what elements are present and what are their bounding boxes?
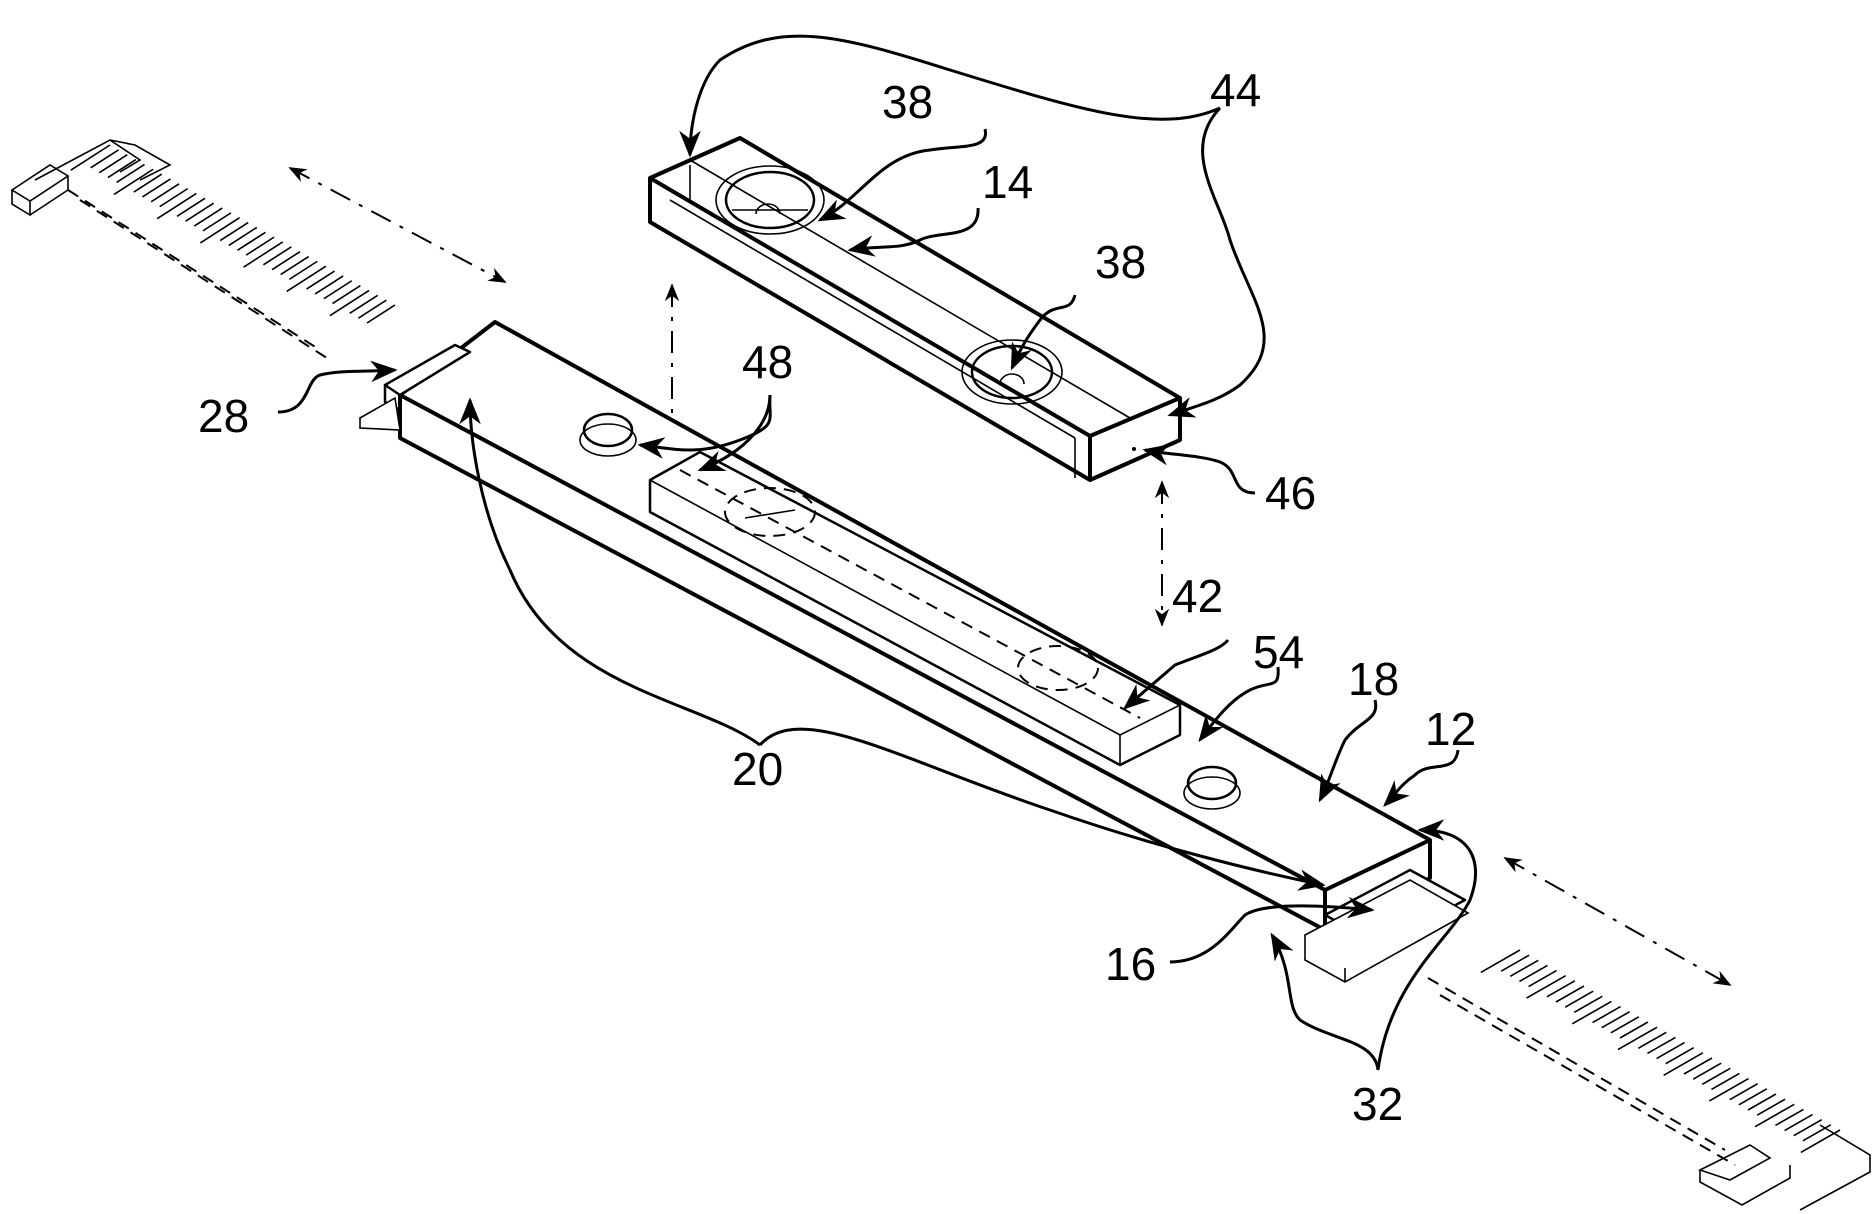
tape-tick bbox=[1756, 1098, 1786, 1116]
tape-tick bbox=[1729, 1083, 1759, 1101]
tape-tick bbox=[323, 280, 353, 300]
right-tape-ticks bbox=[1480, 949, 1841, 1154]
tape-tick bbox=[1800, 1129, 1841, 1154]
tape-tick bbox=[237, 231, 266, 251]
tape-tick bbox=[245, 236, 275, 256]
tape-tick bbox=[159, 187, 189, 208]
tape-tick bbox=[1802, 1124, 1832, 1142]
tape-tick bbox=[306, 270, 335, 290]
tape-tick bbox=[271, 250, 301, 271]
tape-tick bbox=[116, 163, 145, 184]
tape-tick bbox=[1617, 1026, 1658, 1051]
tape-tick bbox=[133, 173, 163, 193]
tape-tick bbox=[1683, 1057, 1713, 1075]
tape-tick bbox=[1784, 1113, 1813, 1132]
tape-tick bbox=[329, 289, 370, 317]
ref-18: 18 bbox=[1348, 653, 1399, 705]
tape-tick bbox=[1656, 1041, 1685, 1060]
left-tape-ticks bbox=[70, 144, 396, 324]
tape-tick bbox=[202, 212, 232, 232]
tape-tick bbox=[1573, 995, 1603, 1013]
ref-38-lower: 38 bbox=[1095, 236, 1146, 288]
tape-tick bbox=[185, 202, 215, 222]
ref-38-top: 38 bbox=[882, 76, 933, 128]
tape-tick bbox=[280, 255, 310, 276]
tape-tick bbox=[1701, 1067, 1731, 1085]
ref-32: 32 bbox=[1352, 1078, 1403, 1130]
tape-tick bbox=[1711, 1072, 1740, 1091]
left-measuring-tape bbox=[10, 139, 396, 361]
ref-16: 16 bbox=[1105, 938, 1156, 990]
tape-tick bbox=[1637, 1031, 1667, 1049]
tape-tick bbox=[262, 246, 292, 266]
tape-tick bbox=[1754, 1103, 1795, 1128]
tape-tick bbox=[1526, 975, 1567, 999]
ref-20: 20 bbox=[732, 743, 783, 795]
right-measuring-tape bbox=[1427, 949, 1871, 1211]
tape-tick bbox=[1775, 1108, 1804, 1127]
tape-tick bbox=[1480, 949, 1521, 974]
tape-tick bbox=[1619, 1021, 1649, 1039]
tape-tick bbox=[199, 217, 240, 244]
tape-tick bbox=[176, 197, 206, 218]
ref-48: 48 bbox=[742, 336, 793, 388]
tape-tick bbox=[1564, 990, 1594, 1008]
tape-tick bbox=[113, 168, 154, 196]
tape-tick bbox=[1793, 1119, 1823, 1137]
ref-28: 28 bbox=[198, 390, 249, 442]
tape-tick bbox=[1665, 1047, 1695, 1065]
tape-tick bbox=[314, 275, 344, 295]
tape-tick bbox=[193, 207, 223, 227]
tape-tick bbox=[349, 294, 379, 314]
ref-46: 46 bbox=[1265, 467, 1316, 519]
tape-tick bbox=[98, 154, 128, 174]
tape-tick bbox=[219, 221, 249, 242]
tape-tick bbox=[332, 284, 361, 305]
tape-tick bbox=[228, 226, 258, 247]
tape-tick bbox=[70, 144, 111, 171]
tape-tick bbox=[288, 260, 318, 281]
tape-tick bbox=[90, 149, 120, 169]
ref-14: 14 bbox=[982, 156, 1033, 208]
tape-tick bbox=[1663, 1052, 1704, 1076]
tape-tick bbox=[107, 158, 137, 179]
tape-tick bbox=[1738, 1088, 1768, 1106]
tape-tick bbox=[1747, 1093, 1777, 1111]
ref-44: 44 bbox=[1210, 64, 1261, 116]
tape-tick bbox=[243, 241, 284, 268]
ref-54: 54 bbox=[1253, 626, 1304, 678]
tape-tick bbox=[150, 183, 180, 203]
tape-tick bbox=[1610, 1016, 1640, 1034]
tape-tick bbox=[1647, 1036, 1676, 1055]
upper-housing bbox=[648, 136, 1182, 482]
tape-tick bbox=[1555, 985, 1585, 1003]
tape-tick bbox=[1692, 1062, 1722, 1080]
ref-12: 12 bbox=[1425, 703, 1476, 755]
tape-tick bbox=[1592, 1005, 1621, 1024]
tape-tick bbox=[286, 265, 327, 293]
tape-tick bbox=[357, 299, 387, 319]
tape-tick bbox=[142, 178, 171, 198]
left-double-arrow-icon bbox=[288, 167, 507, 283]
tape-tick bbox=[1601, 1011, 1631, 1029]
leader-lines bbox=[277, 34, 1478, 1071]
tape-tick bbox=[366, 304, 396, 324]
tape-tick bbox=[1571, 1000, 1612, 1025]
ref-42: 42 bbox=[1172, 570, 1223, 622]
tape-tick bbox=[156, 192, 197, 220]
right-double-arrow-icon bbox=[1503, 857, 1732, 986]
tape-tick bbox=[1708, 1077, 1749, 1102]
